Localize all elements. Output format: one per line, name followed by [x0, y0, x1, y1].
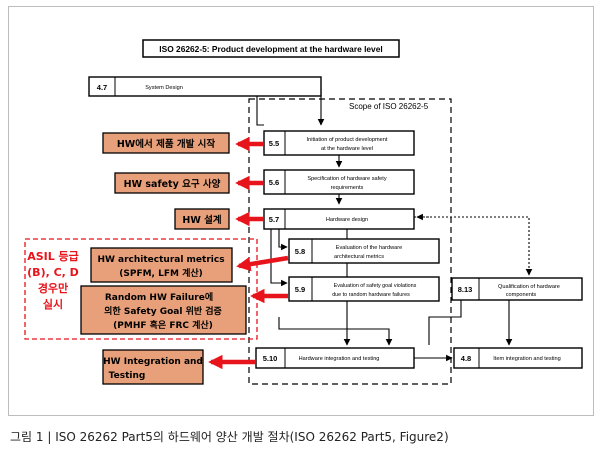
- step-5-5: 5.5 Initiation of product development at…: [263, 130, 415, 156]
- annotation-text: HW architectural metrics: [97, 255, 224, 265]
- step-label: Initiation of product development: [307, 137, 388, 143]
- annotation-hw-start: HW에서 제품 개발 시작: [102, 132, 230, 154]
- process-diagram: ISO 26262-5: Product development at the …: [24, 39, 583, 385]
- asil-note-line: (B), C, D: [27, 266, 79, 279]
- annotation-text: HW safety 요구 사양: [124, 178, 221, 190]
- step-number: 8.13: [458, 285, 473, 294]
- scope-region: [248, 98, 452, 385]
- step-label: requirements: [331, 185, 364, 191]
- annotation-hw-integration: HW Integration and Testing: [102, 349, 204, 385]
- red-arrows: [208, 136, 289, 370]
- annotation-text: 의한 Safety Goal 위반 검증: [104, 305, 222, 317]
- figure-caption: 그림 1 | ISO 26262 Part5의 하드웨어 양산 개발 절차(IS…: [10, 430, 449, 444]
- step-8-13: 8.13 Qualification of hardware component…: [451, 277, 583, 301]
- step-label: at the hardware level: [321, 146, 373, 152]
- diagram-title: ISO 26262-5: Product development at the …: [159, 44, 382, 54]
- step-number: 4.7: [97, 83, 107, 92]
- asil-note-line: ASIL 등급: [27, 250, 79, 263]
- asil-note: ASIL 등급 (B), C, D 경우만 실시: [27, 250, 79, 311]
- step-number: 5.6: [269, 178, 279, 187]
- annotation-hw-arch-metrics: HW architectural metrics (SPFM, LFM 계산): [90, 247, 233, 283]
- annotation-text: Testing: [109, 371, 146, 381]
- annotation-random-hw-failure: Random HW Failure에 의한 Safety Goal 위반 검증 …: [80, 285, 247, 335]
- step-label: System Design: [145, 85, 183, 91]
- step-number: 5.10: [263, 354, 278, 363]
- step-5-8: 5.8 Evaluation of the hardware architect…: [288, 238, 440, 264]
- step-label: architectural metrics: [334, 254, 384, 260]
- step-label: Item integration and testing: [493, 356, 560, 362]
- step-4-7: 4.7 System Design: [88, 76, 322, 97]
- asil-region: [24, 238, 258, 340]
- scope-label: Scope of ISO 26262-5: [349, 102, 429, 111]
- step-4-8: 4.8 Item integration and testing: [453, 347, 583, 369]
- step-5-7: 5.7 Hardware design: [263, 208, 415, 230]
- figure-frame: ISO 26262-5: Product development at the …: [8, 6, 594, 416]
- annotation-text: HW Integration and: [103, 357, 203, 367]
- step-label: Specification of hardware safety: [307, 176, 386, 182]
- step-5-10: 5.10 Hardware integration and testing: [255, 347, 415, 369]
- annotation-hw-safety-req: HW safety 요구 사양: [114, 172, 230, 194]
- step-number: 5.8: [295, 247, 305, 256]
- asil-note-line: 경우만: [38, 281, 68, 295]
- step-label: Qualification of hardware: [498, 284, 560, 290]
- annotation-text: HW에서 제품 개발 시작: [117, 138, 216, 150]
- step-number: 5.9: [295, 285, 305, 294]
- annotation-text: (PMHF 혹은 FRC 계산): [113, 319, 213, 331]
- step-label: components: [506, 292, 537, 298]
- annotation-hw-design: HW 설계: [174, 208, 230, 230]
- annotation-text: HW 설계: [182, 214, 221, 226]
- step-label: Evaluation of safety goal violations: [334, 283, 417, 289]
- step-number: 4.8: [461, 354, 471, 363]
- step-5-9: 5.9 Evaluation of safety goal violations…: [288, 276, 440, 302]
- step-5-6: 5.6 Specification of hardware safety req…: [263, 169, 415, 195]
- annotation-text: (SPFM, LFM 계산): [119, 267, 203, 279]
- red-arrow: [236, 255, 289, 272]
- step-number: 5.7: [269, 215, 279, 224]
- step-number: 5.5: [269, 139, 279, 148]
- diagram-title-box: ISO 26262-5: Product development at the …: [142, 39, 400, 58]
- step-label: Hardware design: [326, 217, 368, 223]
- annotation-text: Random HW Failure에: [105, 291, 213, 303]
- step-label: Hardware integration and testing: [299, 356, 380, 362]
- asil-note-line: 실시: [43, 297, 63, 311]
- step-label: Evaluation of the hardware: [336, 245, 403, 251]
- step-label: due to random hardware failures: [332, 292, 410, 298]
